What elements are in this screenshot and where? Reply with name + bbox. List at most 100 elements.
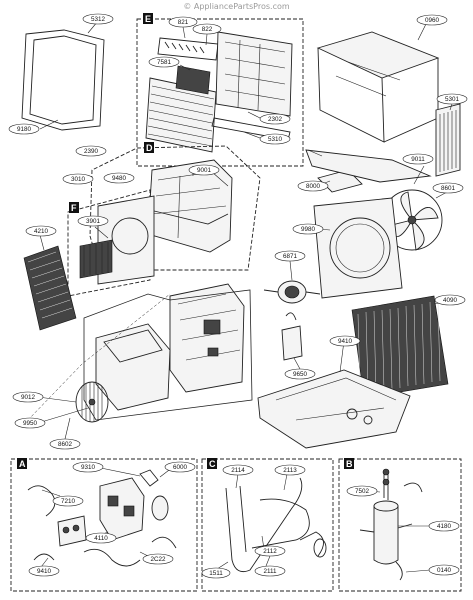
svg-text:3901: 3901 [86,218,101,225]
part-label-9410-a[interactable]: 9410 [28,565,60,577]
part-label-7502[interactable]: 7502 [346,485,378,497]
svg-text:5312: 5312 [91,16,106,23]
part-label-5310[interactable]: 5310 [259,133,291,145]
part-label-9410[interactable]: 9410 [329,335,361,347]
part-label-822[interactable]: 822 [192,23,222,35]
svg-text:2114: 2114 [231,467,245,474]
svg-text:2390: 2390 [84,148,99,155]
svg-text:6000: 6000 [173,464,188,471]
section-f-badge [69,202,79,213]
part-label-9011[interactable]: 9011 [402,153,434,165]
part-label-5301[interactable]: 5301 [436,93,468,105]
svg-text:2C22: 2C22 [150,556,166,563]
svg-text:7210: 7210 [61,498,76,505]
svg-text:4090: 4090 [443,297,458,304]
svg-text:2111: 2111 [263,568,277,575]
svg-text:9410: 9410 [37,568,52,575]
part-label-9480[interactable]: 9480 [103,172,135,184]
svg-text:2302: 2302 [268,116,283,123]
part-label-2390[interactable]: 2390 [75,145,107,157]
svg-text:7581: 7581 [157,59,172,66]
part-label-7210[interactable]: 7210 [52,495,84,507]
section-d-badge [144,142,154,153]
part-label-9650[interactable]: 9650 [284,368,316,380]
control-box-panel [169,283,245,393]
base-pan-assembly [147,159,233,253]
svg-text:822: 822 [202,26,213,33]
section-a-box [10,458,198,592]
watermark: © AppliancePartsPros.com [183,2,290,11]
section-b-letter: B [346,459,353,469]
part-label-2112[interactable]: 2112 [254,545,286,557]
svg-text:9012: 9012 [21,394,36,401]
section-b-badge [344,458,354,469]
part-label-2113[interactable]: 2113 [274,464,306,476]
svg-text:0140: 0140 [437,567,452,574]
outer-cabinet [316,31,440,143]
refrigerant-tubing [225,477,327,573]
front-grille-group [145,31,293,153]
svg-text:4180: 4180 [437,523,452,530]
part-label-7581[interactable]: 7581 [148,56,180,68]
section-c-badge [207,458,217,469]
blower-wheel [75,381,109,423]
part-label-0960[interactable]: 0960 [416,14,448,26]
part-label-6000[interactable]: 6000 [164,461,196,473]
part-label-8602[interactable]: 8602 [49,438,81,450]
part-label-5312[interactable]: 5312 [82,13,114,25]
part-label-9310[interactable]: 9310 [72,461,104,473]
compressor-assembly [359,468,423,581]
side-filter [435,103,461,177]
svg-text:9011: 9011 [411,156,425,163]
svg-text:6871: 6871 [283,253,298,260]
svg-text:3010: 3010 [71,176,86,183]
svg-text:2113: 2113 [283,467,297,474]
part-label-3010[interactable]: 3010 [62,173,94,185]
part-label-821[interactable]: 821 [168,16,198,28]
svg-text:9001: 9001 [197,167,212,174]
svg-text:9410: 9410 [338,338,353,345]
part-label-2302[interactable]: 2302 [259,113,291,125]
svg-text:2112: 2112 [263,548,277,555]
part-labels: 5312 9180 821 822 7581 2302 5310 0960 53… [8,13,468,579]
svg-text:1511: 1511 [209,570,223,577]
svg-text:8602: 8602 [58,441,73,448]
part-label-0140[interactable]: 0140 [428,564,460,576]
part-label-2114[interactable]: 2114 [222,464,254,476]
section-f-letter: F [71,203,77,213]
svg-text:9180: 9180 [17,126,32,133]
part-label-4090[interactable]: 4090 [434,294,466,306]
part-label-2111[interactable]: 2111 [254,565,286,577]
svg-text:9480: 9480 [112,175,127,182]
part-label-9980[interactable]: 9980 [292,223,324,235]
svg-text:8601: 8601 [441,185,456,192]
motor-mount [281,312,303,361]
part-label-9950[interactable]: 9950 [14,417,46,429]
condenser-coil [351,295,449,399]
section-f-box [67,189,151,297]
svg-text:9950: 9950 [23,420,38,427]
part-label-3901[interactable]: 3901 [77,215,109,227]
part-label-6871[interactable]: 6871 [274,250,306,262]
part-label-1511[interactable]: 1511 [201,567,231,579]
svg-text:7502: 7502 [355,488,370,495]
part-label-4210[interactable]: 4210 [25,225,57,237]
svg-text:9310: 9310 [81,464,96,471]
section-d-box [89,145,261,271]
part-label-9001[interactable]: 9001 [188,164,220,176]
gasket-frame [21,29,105,131]
part-label-8601[interactable]: 8601 [432,182,464,194]
part-label-8000[interactable]: 8000 [297,180,329,192]
svg-text:9980: 9980 [301,226,316,233]
svg-text:8000: 8000 [306,183,321,190]
part-label-4110[interactable]: 4110 [85,532,117,544]
part-label-4180[interactable]: 4180 [428,520,460,532]
part-label-9012[interactable]: 9012 [12,391,44,403]
svg-text:5310: 5310 [268,136,283,143]
section-b-box [338,458,462,592]
svg-text:5301: 5301 [445,96,460,103]
part-label-2C22[interactable]: 2C22 [142,553,174,565]
part-label-9180[interactable]: 9180 [8,123,40,135]
section-e-letter: E [145,14,151,24]
fan-motor [263,280,321,304]
